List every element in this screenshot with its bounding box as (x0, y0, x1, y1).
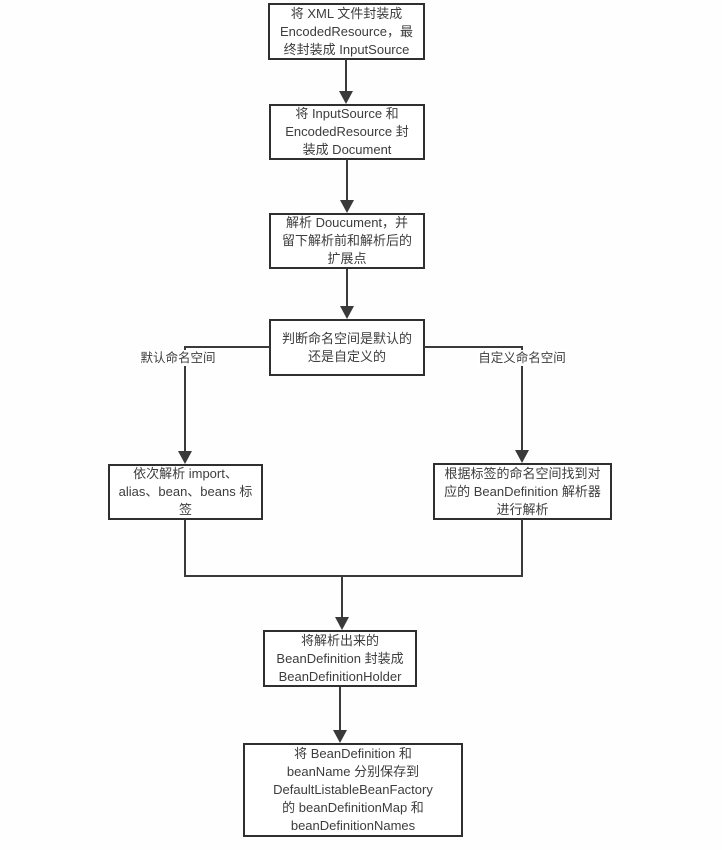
flow-node-judge-namespace: 判断命名空间是默认的 还是自定义的 (269, 319, 425, 376)
connector-line (521, 519, 523, 577)
connector-line (339, 687, 341, 732)
flow-node-label: 判断命名空间是默认的 还是自定义的 (281, 330, 412, 364)
branch-label-default-namespace: 默认命名空间 (138, 350, 218, 366)
flow-node-label: 解析 Doucument，并 留下解析前和解析后的 扩展点 (281, 215, 412, 266)
flow-node-label: 根据标签的命名空间找到对 应的 BeanDefinition 解析器 进行解析 (444, 465, 601, 517)
flow-node-parse-custom-tags: 根据标签的命名空间找到对 应的 BeanDefinition 解析器 进行解析 (433, 463, 612, 520)
connector-line (184, 575, 523, 577)
flow-node-encode-xml: 将 XML 文件封装成 EncodedResource，最 终封装成 Input… (268, 3, 425, 60)
flow-node-label: 将 XML 文件封装成 EncodedResource，最 终封装成 Input… (280, 5, 413, 57)
arrowhead-down-icon (515, 450, 529, 463)
flow-node-label: 依次解析 import、 alias、bean、beans 标 签 (118, 466, 253, 517)
flow-node-label: 将 BeanDefinition 和 beanName 分别保存到 Defaul… (273, 746, 433, 833)
arrowhead-down-icon (333, 730, 347, 743)
arrowhead-down-icon (340, 306, 354, 319)
connector-line (345, 59, 347, 93)
branch-label-custom-namespace: 自定义命名空间 (476, 350, 568, 366)
connector-line (424, 346, 523, 348)
connector-line (346, 159, 348, 202)
flow-node-label: 将解析出来的 BeanDefinition 封装成 BeanDefinition… (276, 632, 404, 684)
connector-line (184, 520, 186, 577)
connector-line (184, 346, 186, 453)
flow-node-label: 将 InputSource 和 EncodedResource 封 装成 Doc… (285, 106, 409, 157)
flow-node-parse-document: 解析 Doucument，并 留下解析前和解析后的 扩展点 (269, 213, 425, 269)
flow-node-wrap-holder: 将解析出来的 BeanDefinition 封装成 BeanDefinition… (263, 630, 417, 687)
connector-line (184, 346, 270, 348)
connector-line (341, 575, 343, 619)
connector-line (521, 346, 523, 452)
flow-node-parse-default-tags: 依次解析 import、 alias、bean、beans 标 签 (108, 464, 263, 520)
flow-node-register-definition: 将 BeanDefinition 和 beanName 分别保存到 Defaul… (243, 743, 463, 837)
arrowhead-down-icon (340, 200, 354, 213)
arrowhead-down-icon (335, 617, 349, 630)
arrowhead-down-icon (178, 451, 192, 464)
flow-node-wrap-document: 将 InputSource 和 EncodedResource 封 装成 Doc… (269, 104, 425, 160)
connector-line (346, 269, 348, 308)
arrowhead-down-icon (339, 91, 353, 104)
